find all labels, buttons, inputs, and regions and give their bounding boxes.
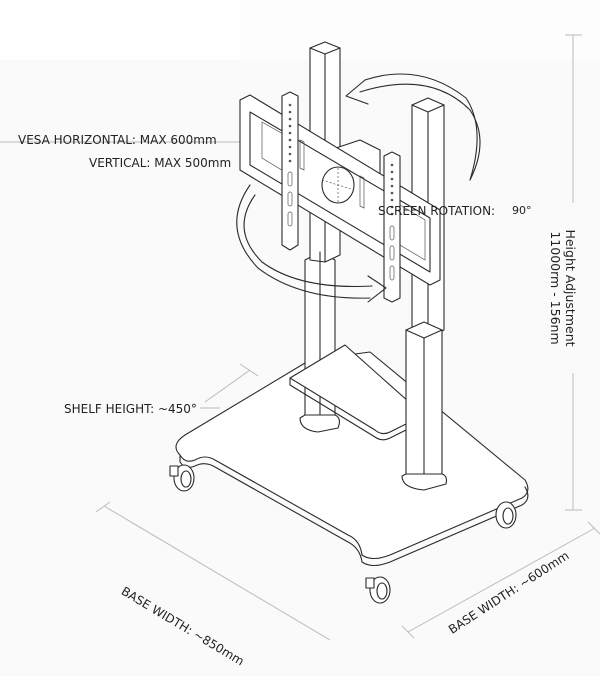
base-depth-tick-left [401,625,415,639]
rotation-arrow-bottom [236,184,387,303]
base-platform [175,351,529,567]
height-adjustment-label: Height Adjustment 11000rm - 156nm [548,203,578,373]
screen-rotation-value: 90° [512,204,532,217]
vertical-bracket-right [383,151,401,303]
vesa-vertical-label: VERTICAL: MAX 500mm [89,156,232,170]
screen-rotation-label: SCREEN ROTATION: [378,204,496,218]
caster-front-center [365,576,391,604]
height-adjustment-range: 11000rm - 156nm [548,231,563,345]
base-depth-tick-right [587,521,600,535]
caster-back-right [495,501,517,529]
shelf-height-tick [239,363,259,377]
background-top-right [240,0,600,60]
vesa-horizontal-label: VESA HORIZONTAL: MAX 600mm [18,133,217,147]
shelf-height-dim [204,369,251,403]
height-adjustment-title: Height Adjustment [563,229,578,347]
base-width-dimension-line [103,505,331,641]
caster-front-left [169,464,195,492]
base-depth-dimension-line [407,527,596,633]
base-width-tick-left [95,501,111,513]
shelf-height-label: SHELF HEIGHT: ~450° [64,402,197,416]
vertical-bracket-left [281,91,299,251]
pole-right [401,97,448,491]
rotation-arrow-top [345,73,481,181]
